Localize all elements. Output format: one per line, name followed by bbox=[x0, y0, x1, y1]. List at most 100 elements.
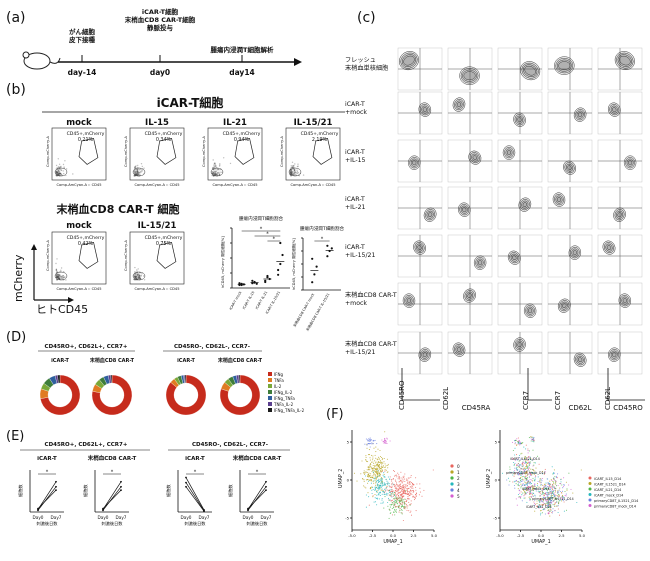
flow-event bbox=[59, 172, 61, 174]
c-contour bbox=[520, 61, 541, 81]
umap-point bbox=[374, 494, 376, 496]
c-flow-plot bbox=[447, 234, 493, 278]
flow-event bbox=[56, 258, 58, 260]
umap-point bbox=[534, 488, 537, 490]
e-xtick: Day7 bbox=[199, 515, 210, 520]
umap-point bbox=[558, 491, 560, 493]
umap-point bbox=[379, 475, 381, 477]
flow-event bbox=[135, 173, 138, 175]
flow-event bbox=[215, 173, 217, 175]
sample-legend-dot bbox=[588, 476, 592, 480]
umap-point bbox=[415, 495, 417, 497]
flow-event bbox=[140, 163, 143, 165]
umap-point bbox=[524, 470, 526, 473]
umap-point bbox=[402, 501, 404, 503]
umap-point bbox=[374, 477, 376, 479]
umap-point bbox=[405, 493, 407, 495]
umap-point bbox=[384, 438, 386, 440]
umap-point bbox=[520, 474, 522, 477]
umap-point bbox=[530, 499, 532, 501]
c-contour bbox=[528, 308, 533, 314]
flow-event bbox=[139, 276, 141, 278]
umap-point bbox=[528, 467, 530, 469]
c-contour bbox=[522, 202, 527, 208]
umap-point bbox=[539, 514, 542, 516]
umap-point bbox=[377, 487, 379, 489]
umap-point bbox=[401, 513, 403, 515]
e-xlabel: 刺激後日数 bbox=[102, 520, 124, 527]
flow-event bbox=[290, 169, 293, 171]
umap-point bbox=[536, 505, 538, 507]
c-flow-plot bbox=[597, 139, 643, 183]
timeline-label: がん細胞 bbox=[69, 27, 96, 36]
umap-point bbox=[526, 501, 528, 503]
flow-event bbox=[55, 171, 58, 173]
umap-point bbox=[552, 491, 554, 493]
c-contour bbox=[516, 340, 523, 349]
umap-point bbox=[518, 464, 520, 467]
umap-point bbox=[380, 469, 382, 471]
umap-point bbox=[384, 496, 386, 498]
umap-point bbox=[539, 481, 541, 483]
flow-event bbox=[215, 170, 217, 173]
flow-event bbox=[58, 172, 60, 175]
flow-event bbox=[133, 278, 135, 281]
flow-event bbox=[58, 275, 60, 277]
sample-legend-label: iCART_IL1521_D14 bbox=[594, 483, 626, 487]
umap-point bbox=[391, 488, 393, 490]
flow-event bbox=[57, 273, 59, 276]
umap-point bbox=[401, 494, 403, 496]
umap-point bbox=[540, 484, 542, 486]
umap-point bbox=[405, 506, 407, 508]
umap-point bbox=[416, 483, 418, 485]
umap-point bbox=[532, 468, 534, 470]
umap-point bbox=[373, 469, 375, 472]
flow-event bbox=[138, 171, 140, 174]
umap-point bbox=[523, 489, 525, 491]
umap-point bbox=[510, 471, 512, 473]
flow-event bbox=[60, 169, 63, 172]
umap-point bbox=[540, 512, 542, 514]
umap-point bbox=[397, 488, 400, 490]
flow-event bbox=[55, 164, 58, 167]
umap-point bbox=[365, 506, 367, 508]
umap-point bbox=[549, 492, 551, 494]
umap-point bbox=[537, 490, 539, 492]
umap-point bbox=[527, 448, 529, 450]
umap-point bbox=[381, 439, 383, 441]
umap-point bbox=[532, 488, 534, 490]
umap-point bbox=[372, 496, 374, 498]
umap-point bbox=[561, 499, 564, 501]
umap-point bbox=[561, 495, 564, 497]
umap-point bbox=[392, 490, 394, 492]
umap-point bbox=[549, 486, 552, 489]
umap-point bbox=[399, 503, 401, 505]
umap-point bbox=[570, 488, 572, 490]
umap-point bbox=[519, 481, 521, 483]
density-contour bbox=[54, 271, 68, 281]
flow-event bbox=[214, 162, 216, 165]
umap-point bbox=[522, 492, 524, 494]
umap-point bbox=[407, 498, 409, 500]
umap-point bbox=[396, 476, 398, 478]
umap-point bbox=[551, 498, 553, 500]
umap-point bbox=[389, 478, 391, 480]
dotplot-point bbox=[255, 282, 258, 285]
umap-point bbox=[413, 499, 416, 501]
umap-point bbox=[395, 493, 397, 495]
gate-percent: 0.75% bbox=[156, 241, 172, 247]
flow-event bbox=[214, 173, 217, 175]
flow-event bbox=[134, 266, 136, 269]
umap-point bbox=[560, 500, 563, 502]
c-contour bbox=[512, 255, 517, 261]
umap-point bbox=[366, 475, 369, 478]
umap-point bbox=[377, 462, 380, 464]
umap-point bbox=[544, 471, 547, 473]
umap-point bbox=[560, 481, 562, 483]
flow-event bbox=[215, 170, 217, 172]
flow-x-axis-label: Comp-AmCyan-A :: CD45 bbox=[212, 183, 257, 187]
legend-swatch bbox=[268, 384, 272, 388]
